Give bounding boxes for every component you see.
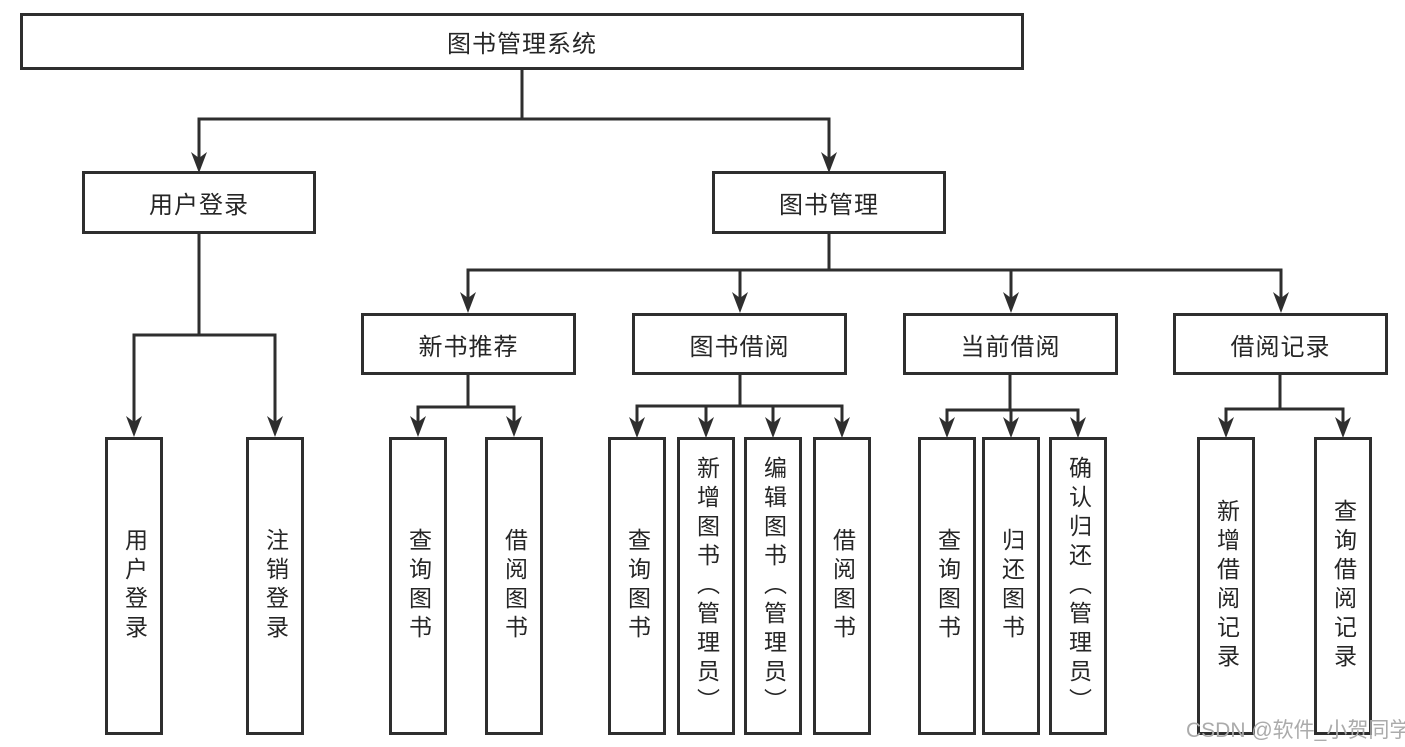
node-new-book-recommend: 新书推荐 bbox=[361, 313, 576, 375]
leaf-user-login: 用户登录 bbox=[105, 437, 163, 735]
node-root-library-system: 图书管理系统 bbox=[20, 13, 1024, 70]
leaf-add-book-admin: 新增图书（管理员） bbox=[677, 437, 735, 735]
node-current-borrow: 当前借阅 bbox=[903, 313, 1118, 375]
leaf-borrow-book-recommend: 借阅图书 bbox=[485, 437, 543, 735]
node-book-borrow: 图书借阅 bbox=[632, 313, 847, 375]
leaf-query-borrow-record: 查询借阅记录 bbox=[1314, 437, 1372, 735]
leaf-borrow-book: 借阅图书 bbox=[813, 437, 871, 735]
leaf-query-book-current: 查询图书 bbox=[918, 437, 976, 735]
csdn-watermark: CSDN @软件_小贺同学 bbox=[1186, 719, 1405, 742]
node-borrow-record: 借阅记录 bbox=[1173, 313, 1388, 375]
leaf-query-book-borrow: 查询图书 bbox=[608, 437, 666, 735]
leaf-query-book-recommend: 查询图书 bbox=[389, 437, 447, 735]
leaf-add-borrow-record: 新增借阅记录 bbox=[1197, 437, 1255, 735]
leaf-logout: 注销登录 bbox=[246, 437, 304, 735]
leaf-edit-book-admin: 编辑图书（管理员） bbox=[744, 437, 802, 735]
node-user-login-group: 用户登录 bbox=[82, 171, 316, 234]
leaf-return-book: 归还图书 bbox=[982, 437, 1040, 735]
leaf-confirm-return-admin: 确认归还（管理员） bbox=[1049, 437, 1107, 735]
node-book-management-group: 图书管理 bbox=[712, 171, 946, 234]
